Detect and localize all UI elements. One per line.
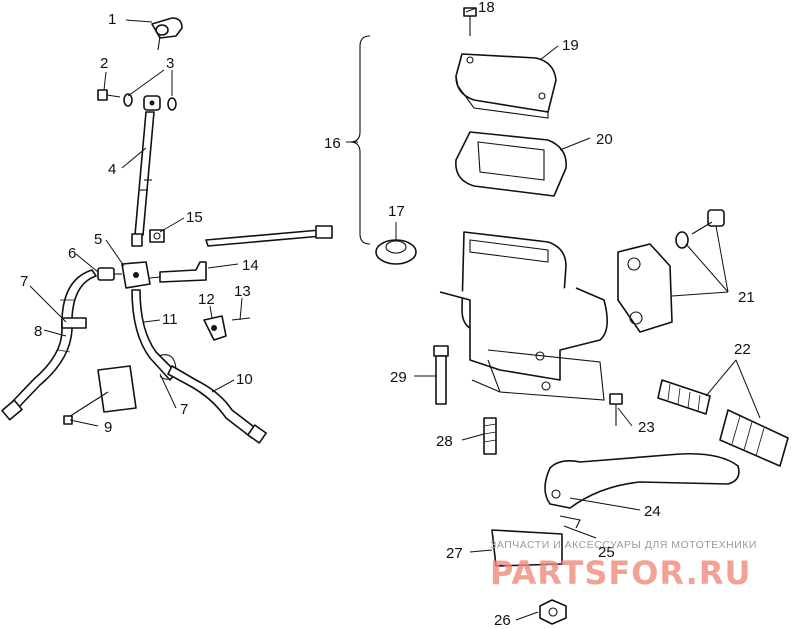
bracket-brace-16	[349, 35, 371, 245]
callout-29: 29	[390, 369, 407, 386]
callout-18: 18	[478, 0, 495, 16]
part-9-mount-plate	[63, 365, 137, 425]
callout-7-upper: 7	[20, 273, 28, 290]
callout-16: 16	[324, 135, 341, 152]
callout-9: 9	[104, 419, 112, 436]
master-cylinder-assembly	[349, 7, 789, 625]
callout-6: 6	[68, 245, 76, 262]
callout-20: 20	[596, 131, 613, 148]
callout-4: 4	[108, 161, 116, 178]
part-19-reservoir-cover	[455, 53, 557, 119]
callout-26: 26	[494, 612, 511, 629]
callout-labels: 1 2 3 4 5 6 7 7 8 9 10 11 12 13 14 15 16…	[20, 0, 755, 629]
master-cylinder-body	[439, 231, 608, 401]
part-2-bolt	[97, 89, 121, 101]
part-20-diaphragm	[455, 131, 567, 197]
callout-22: 22	[734, 341, 751, 358]
callout-8: 8	[34, 323, 42, 340]
part-22-piston-kit	[657, 379, 789, 467]
part-14-brake-pipe	[159, 225, 333, 283]
callout-11: 11	[162, 311, 178, 328]
callout-14: 14	[242, 257, 259, 274]
callout-19: 19	[562, 37, 579, 54]
part-23-pivot-bolt	[609, 393, 623, 426]
part-4-hose	[131, 111, 155, 247]
part-28-bolt	[483, 417, 497, 455]
part-8-hose	[1, 269, 97, 421]
watermark-site: PARTSFOR.RU	[490, 554, 751, 592]
part-10-hose	[167, 365, 267, 444]
part-27-bracket	[491, 529, 563, 567]
part-25-spring	[559, 515, 581, 529]
part-3-washers	[123, 93, 177, 111]
leader-lines	[29, 7, 761, 621]
part-13-pin	[231, 317, 251, 321]
part-5-junction-block	[121, 261, 161, 289]
part-24-brake-lever	[544, 452, 740, 509]
part-11-hose	[131, 289, 177, 381]
callout-10: 10	[236, 371, 253, 388]
part-21-handlebar-clamp	[617, 209, 725, 333]
part-17-seal	[375, 239, 417, 265]
callout-27: 27	[446, 545, 463, 562]
callout-5: 5	[94, 231, 102, 248]
brake-line-assembly	[1, 17, 333, 444]
part-18-screw	[463, 7, 477, 36]
callout-17: 17	[388, 203, 405, 220]
callout-7-lower: 7	[180, 401, 188, 418]
callout-25: 25	[598, 544, 615, 561]
part-12-bleeder-cap	[203, 315, 227, 341]
callout-2: 2	[100, 55, 108, 72]
callout-21: 21	[738, 289, 755, 306]
callout-15: 15	[186, 209, 203, 226]
part-15-fitting	[149, 229, 165, 243]
callout-24: 24	[644, 503, 661, 520]
callout-23: 23	[638, 419, 655, 436]
callout-1: 1	[108, 11, 116, 28]
watermark-tagline: ЗАПЧАСТИ И АКСЕССУАРЫ ДЛЯ МОТОТЕХНИКИ	[490, 539, 757, 551]
part-7-clamp-upper	[61, 317, 87, 329]
part-1-fitting	[151, 17, 183, 51]
callout-28: 28	[436, 433, 453, 450]
part-26-nut	[539, 599, 567, 625]
callout-12: 12	[198, 291, 215, 308]
callout-13: 13	[234, 283, 251, 300]
part-6-fitting	[97, 267, 122, 281]
part-29-bolt	[433, 345, 449, 405]
watermark: ЗАПЧАСТИ И АКСЕССУАРЫ ДЛЯ МОТОТЕХНИКИ PA…	[490, 539, 757, 592]
callout-3: 3	[166, 55, 174, 72]
